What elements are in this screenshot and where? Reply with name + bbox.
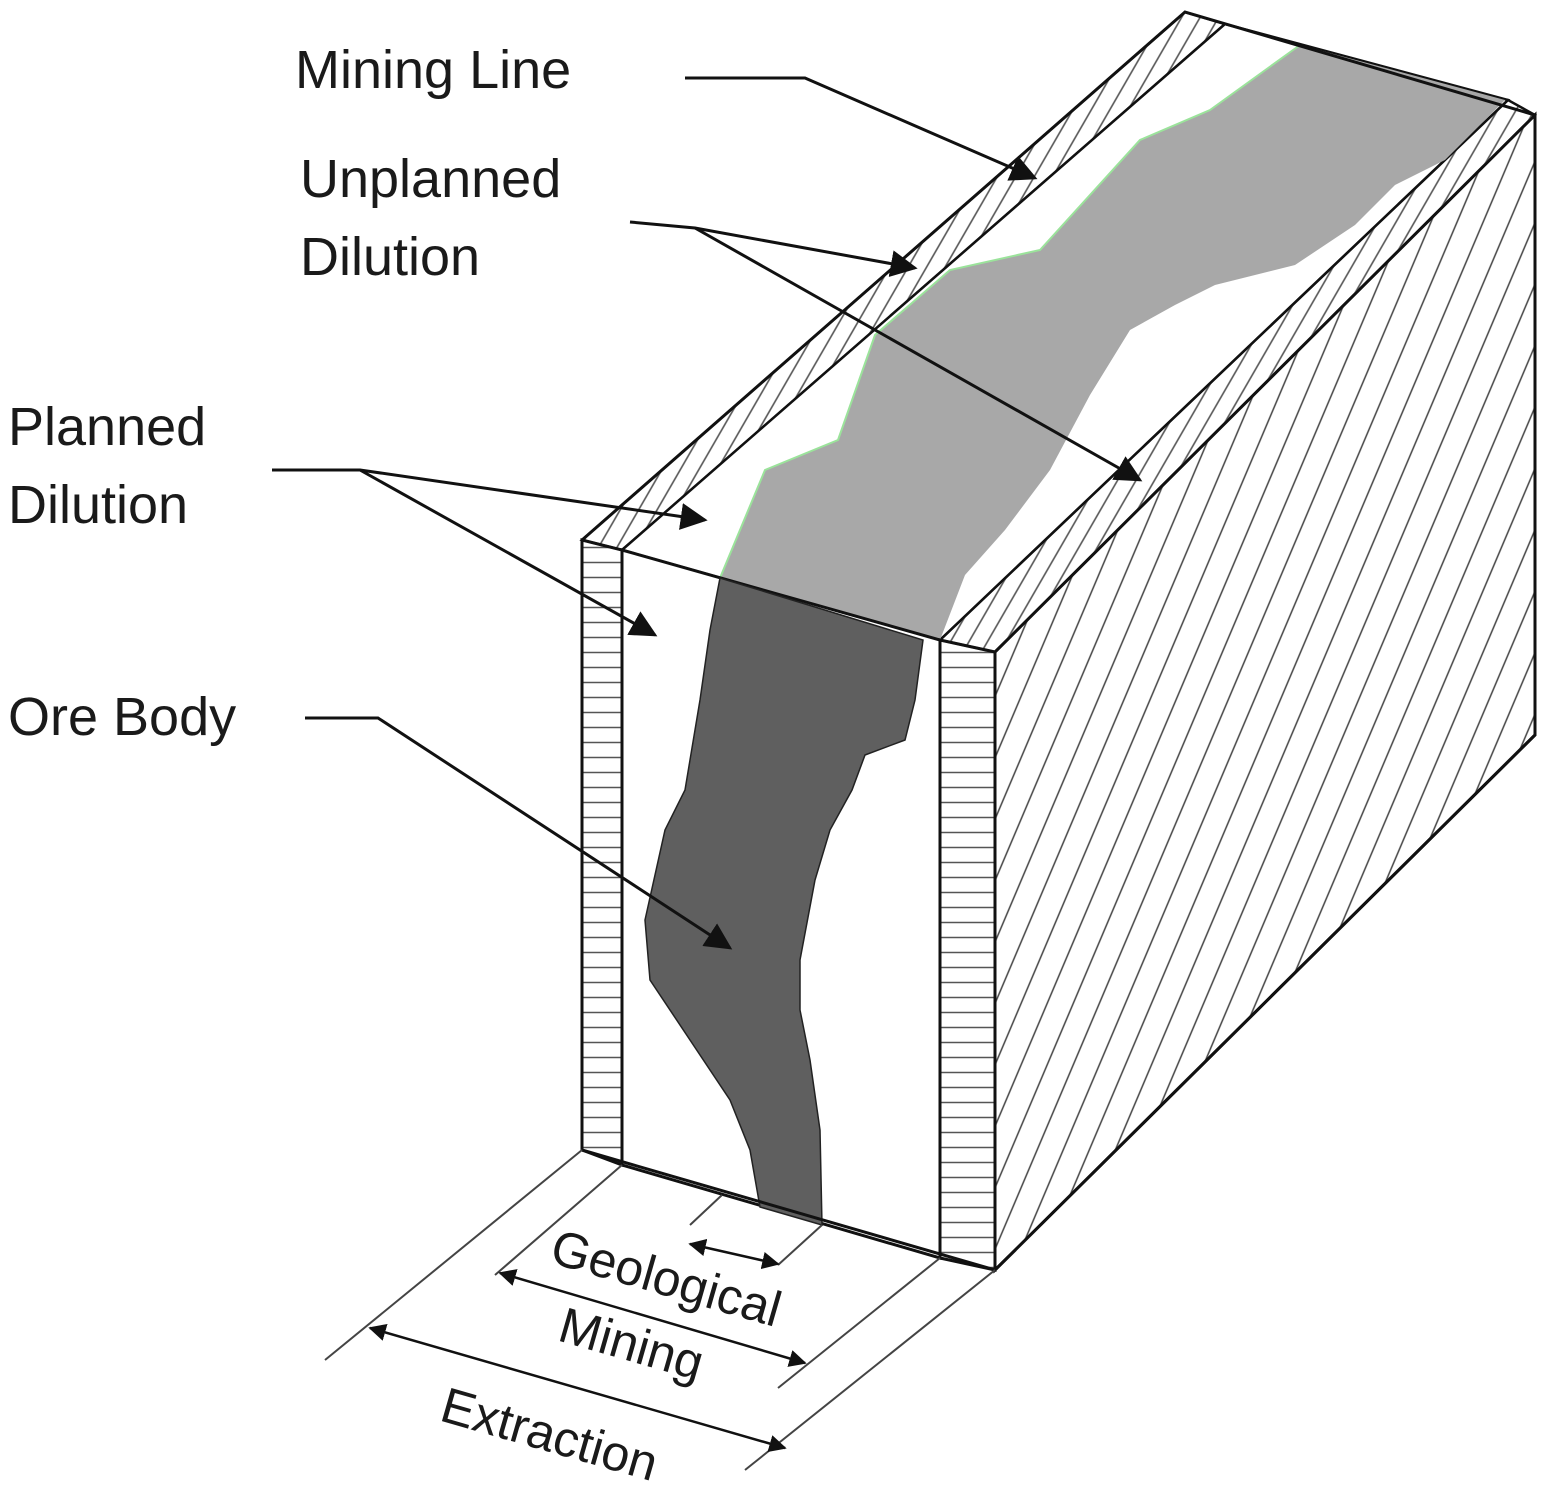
label-unplanned-line2: Dilution [300, 227, 480, 287]
extraction-dimension-arrow [368, 1323, 787, 1453]
label-mining-line: Mining Line [295, 40, 571, 100]
leader-planned-front [359, 468, 658, 637]
ore-body-front [644, 577, 924, 1227]
leader-mining-line [685, 76, 1038, 181]
label-unplanned-line1: Unplanned [300, 149, 561, 209]
front-right-hatched-band [938, 638, 997, 1272]
label-planned-line1: Planned [8, 397, 206, 457]
leader-lines [272, 76, 1143, 950]
front-left-hatched-band [580, 538, 624, 1168]
leader-unplanned-right [694, 226, 1143, 482]
label-ore-body: Ore Body [8, 687, 236, 747]
geological-dimension-arrow [688, 1238, 780, 1270]
label-extraction: Extraction [435, 1377, 664, 1492]
dimension-arrows [368, 1238, 807, 1453]
ore-edge-accent [719, 44, 1301, 579]
label-planned-line2: Dilution [8, 475, 188, 535]
ore-body-top [720, 45, 1505, 640]
leader-ore-body [305, 716, 733, 950]
leader-unplanned-left [629, 220, 918, 277]
